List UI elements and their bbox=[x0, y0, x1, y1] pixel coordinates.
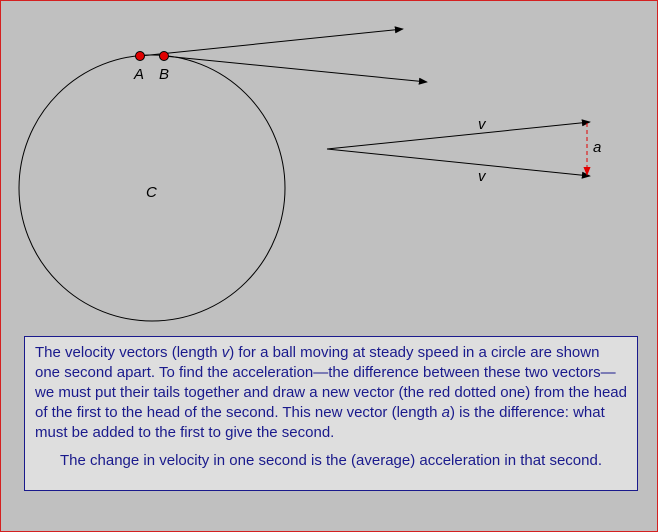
point-b-marker bbox=[159, 51, 169, 61]
caption-box: The velocity vectors (length v) for a ba… bbox=[24, 336, 638, 491]
vector-a-label: a bbox=[593, 139, 601, 156]
velocity-vector-at-a bbox=[139, 26, 404, 57]
caption-a-symbol: a bbox=[441, 404, 450, 421]
velocity-vector-v-top bbox=[326, 119, 591, 150]
caption-text: ) for a ball moving at steady speed in a… bbox=[35, 344, 627, 421]
caption-text: The velocity vectors (length bbox=[35, 344, 222, 361]
point-b-label: B bbox=[159, 66, 169, 83]
velocity-vector-at-b bbox=[163, 55, 428, 85]
caption-paragraph-1: The velocity vectors (length v) for a ba… bbox=[35, 343, 627, 443]
velocity-vector-v-bottom bbox=[326, 148, 591, 179]
vector-v-bottom-label: v bbox=[478, 168, 487, 185]
point-a-label: A bbox=[133, 66, 144, 83]
vector-v-top-label: v bbox=[478, 116, 487, 133]
caption-text: ) is the difference: what must be added … bbox=[35, 404, 605, 441]
point-a-marker bbox=[135, 51, 145, 61]
caption-paragraph-2: The change in velocity in one second is … bbox=[60, 452, 602, 469]
circular-motion-diagram: A B C v v a bbox=[18, 26, 601, 322]
center-label: C bbox=[146, 184, 157, 201]
caption-v-symbol: v bbox=[221, 344, 230, 361]
